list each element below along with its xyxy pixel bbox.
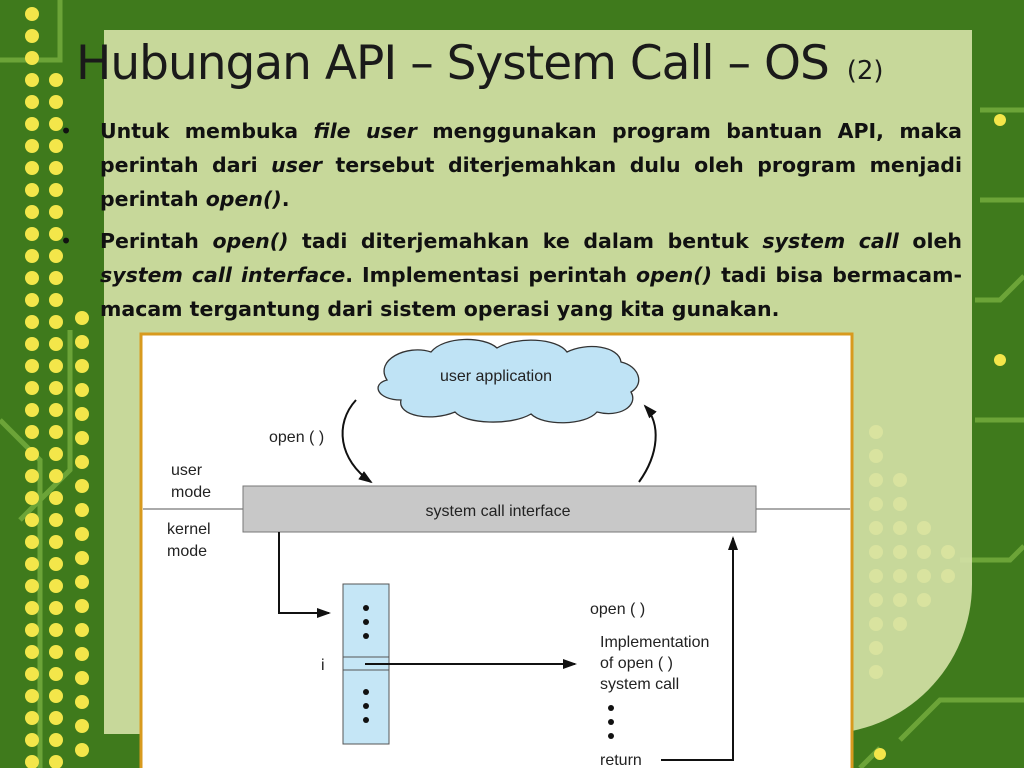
impl-open-label: open ( ) [590, 601, 645, 618]
title-text: Hubungan API – System Call – OS [76, 36, 830, 91]
return-label: return [600, 752, 642, 768]
title-number: (2) [846, 56, 884, 86]
return-arrow-to-app [638, 404, 657, 483]
table-index-label: i [321, 657, 325, 674]
ellipsis-dot [363, 717, 369, 723]
bullet-list: Untuk membuka file user menggunakan prog… [60, 114, 962, 334]
bullet-item-2: Perintah open() tadi diterjemahkan ke da… [60, 224, 962, 326]
ellipsis-dot [608, 705, 614, 711]
ellipsis-dot [363, 689, 369, 695]
user-mode-label-line2: mode [171, 484, 211, 501]
impl-label-line1: Implementation [600, 634, 709, 651]
ellipsis-dot [608, 719, 614, 725]
impl-label-line2: of open ( ) [600, 655, 673, 672]
ellipsis-dot [363, 619, 369, 625]
interface-label: system call interface [426, 503, 571, 520]
impl-label-line3: system call [600, 676, 679, 693]
ellipsis-dot [363, 605, 369, 611]
ellipsis-dot [363, 703, 369, 709]
dispatch-arrow [278, 532, 331, 618]
bullet-item-1: Untuk membuka file user menggunakan prog… [60, 114, 962, 216]
ellipsis-dot [608, 733, 614, 739]
system-call-diagram: user application open ( ) user mode kern… [139, 332, 854, 768]
kernel-mode-label-line1: kernel [167, 521, 211, 538]
cloud-label: user application [440, 368, 552, 385]
open-call-label: open ( ) [269, 429, 324, 446]
open-call-arrow [341, 399, 373, 484]
ellipsis-dot [363, 633, 369, 639]
system-call-interface-box [242, 485, 757, 533]
kernel-mode-label-line2: mode [167, 543, 207, 560]
return-arrow-to-interface [661, 536, 738, 761]
user-mode-label-line1: user [171, 462, 203, 479]
slide-title: Hubungan API – System Call – OS (2) [76, 36, 884, 91]
user-application-cloud [377, 338, 640, 424]
